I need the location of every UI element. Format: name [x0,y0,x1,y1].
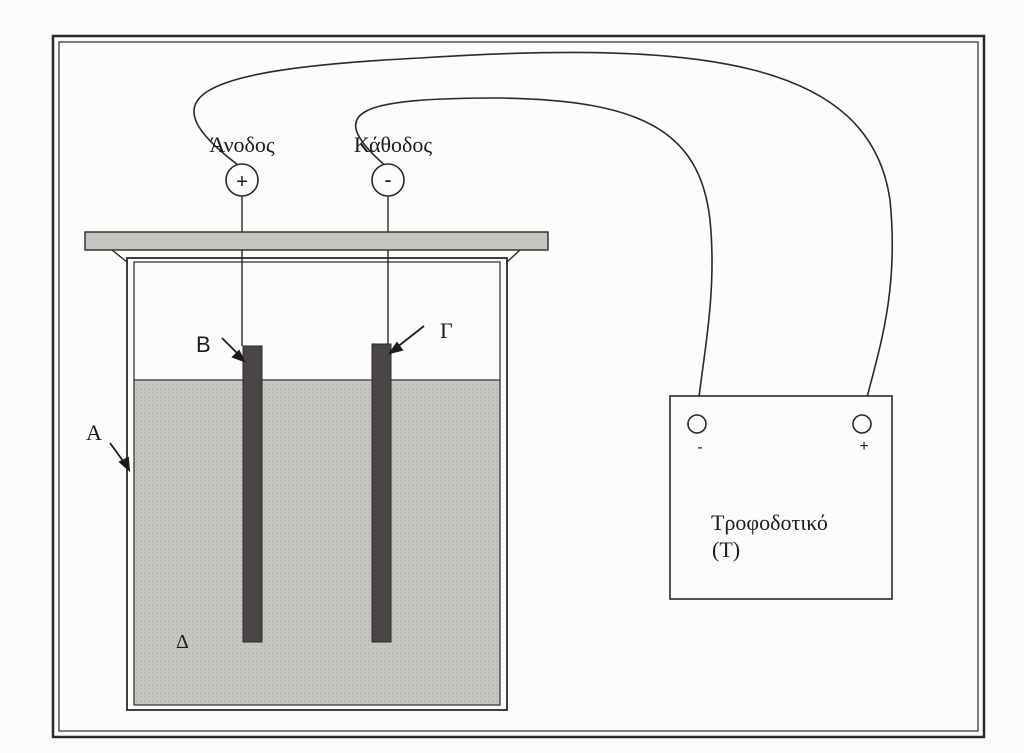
beaker-lip-left [111,249,128,263]
wire-cathode-to-negative [355,97,713,419]
cathode-sign: - [384,167,391,192]
cathode-label: Κάθοδος [354,132,433,157]
anode-electrode [242,345,263,643]
label-delta: Δ [176,631,189,653]
anode-label: Άνοδος [209,132,275,157]
positive-terminal-sign: + [859,438,868,455]
arrow-A [109,442,131,473]
arrow-B [221,337,246,363]
positive-terminal-icon [852,414,872,434]
beaker-outer-wall [126,257,508,711]
anode-sign: + [236,171,248,193]
outer-frame [51,34,986,739]
beaker-inner-wall [133,261,501,706]
negative-terminal-icon [687,414,707,434]
electrolyte-liquid [134,380,500,705]
beaker-lip-right [506,249,521,263]
power-supply-name: Τροφοδοτικό [711,510,828,535]
label-B: B [196,332,211,357]
label-A: A [86,420,102,445]
inner-frame [58,41,979,732]
negative-terminal-sign: - [697,439,702,456]
cathode-electrode [371,343,392,643]
beaker-lid [84,231,549,251]
power-supply-abbrev: (Τ) [712,537,740,562]
wire-anode-to-positive [193,51,894,419]
arrow-gamma [387,325,425,355]
label-gamma: Γ [440,318,453,343]
